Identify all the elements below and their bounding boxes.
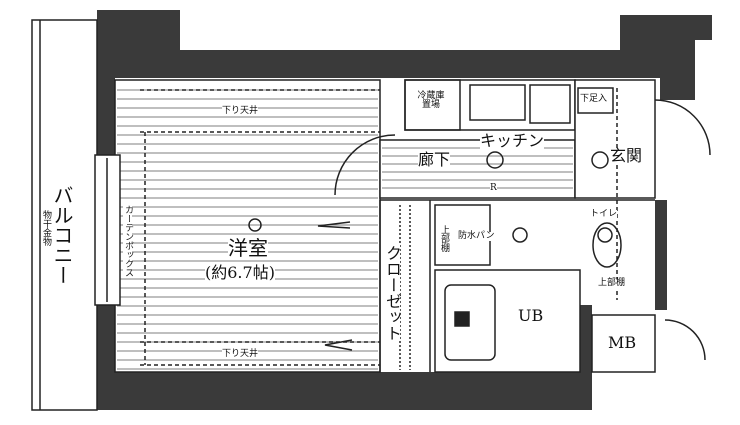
- hallway-label: 廊下: [418, 150, 451, 169]
- kitchen-label: キッチン: [480, 131, 545, 150]
- curtain-box-label: カーテンボックス: [123, 205, 133, 277]
- closet-label: クローゼット: [383, 245, 402, 341]
- lowered-ceiling-bottom-label: 下り天井: [222, 349, 259, 359]
- fridge-space-label: 冷蔵庫置場: [416, 91, 446, 110]
- meter-box-label: MB: [608, 333, 637, 352]
- mb-wall: [580, 305, 592, 410]
- upper-shelf-label: 上部棚: [439, 225, 449, 252]
- walls: [97, 10, 712, 410]
- entrance-label: 玄関: [610, 146, 643, 165]
- washer-pan-label: 防水パン: [458, 231, 495, 241]
- outer-wall: [97, 10, 712, 395]
- bottom-wall: [97, 372, 592, 410]
- toilet-label: トイレ: [590, 209, 618, 219]
- lowered-ceiling-top-label: 下り天井: [222, 106, 259, 116]
- shoe-box-label: 下足入: [580, 94, 608, 104]
- western-room-label: 洋室: [228, 236, 268, 260]
- clothes-hanger-label: 物干金物: [41, 210, 51, 246]
- western-room-size: (約6.7帖): [205, 263, 275, 282]
- western-room-outline: [114, 79, 381, 373]
- balcony-label: バルコニー: [50, 185, 74, 285]
- register-label: R: [490, 183, 497, 193]
- right-wall: [655, 200, 667, 310]
- bath-label: UB: [518, 306, 544, 325]
- toilet-upper-shelf-label: 上部棚: [598, 278, 626, 288]
